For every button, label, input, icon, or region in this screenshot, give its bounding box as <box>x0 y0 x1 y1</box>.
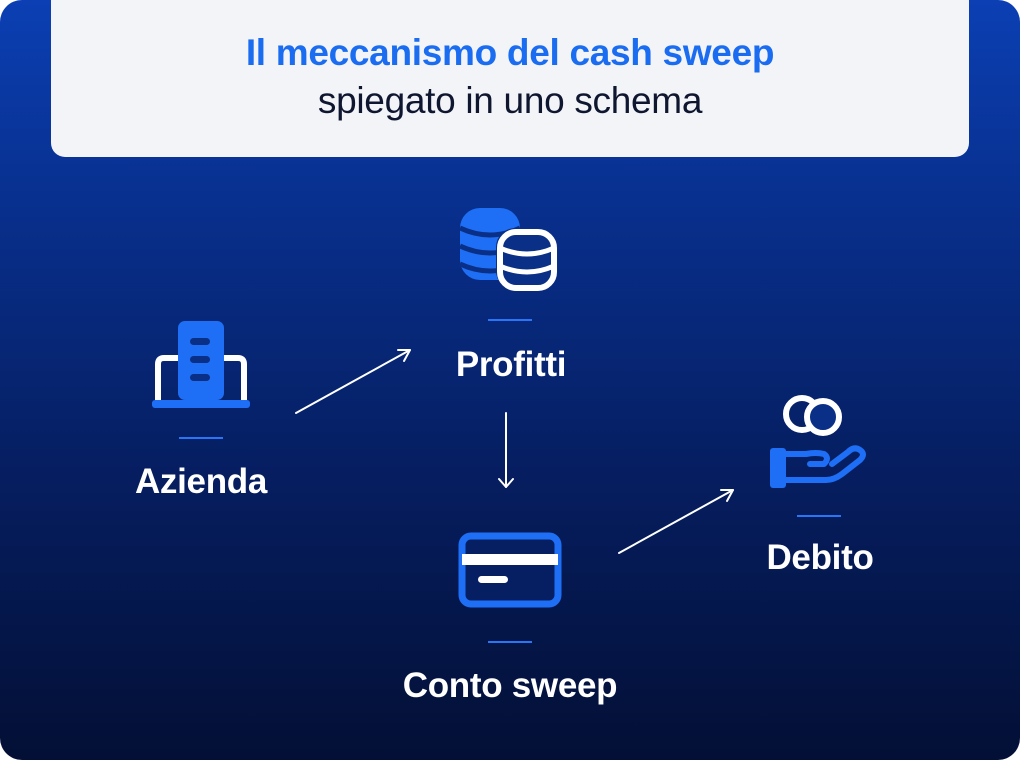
node-conto-sweep: Conto sweep <box>392 532 628 712</box>
arrow-profitti-to-conto <box>498 412 514 488</box>
diagram-title: Il meccanismo del cash sweep <box>245 32 775 73</box>
credit-card-icon <box>458 532 562 608</box>
building-icon <box>152 321 250 408</box>
node-debito: Debito <box>750 392 890 582</box>
node-divider <box>488 319 532 321</box>
arrow-azienda-to-profitti <box>295 349 411 414</box>
header-box: Il meccanismo del cash sweep spiegato in… <box>51 0 969 157</box>
diagram-subtitle: spiegato in uno schema <box>317 80 703 121</box>
node-divider <box>179 437 223 439</box>
label-debito: Debito <box>766 538 874 577</box>
hand-coins-icon <box>770 395 866 488</box>
node-profitti: Profitti <box>440 200 572 390</box>
label-conto-sweep: Conto sweep <box>402 666 618 705</box>
node-divider <box>488 641 532 643</box>
node-divider <box>797 515 841 517</box>
label-profitti: Profitti <box>455 345 567 384</box>
label-azienda: Azienda <box>134 462 268 501</box>
arrow-conto-to-debito <box>618 489 734 554</box>
coins-stack-icon <box>458 208 558 291</box>
node-azienda: Azienda <box>130 318 272 508</box>
